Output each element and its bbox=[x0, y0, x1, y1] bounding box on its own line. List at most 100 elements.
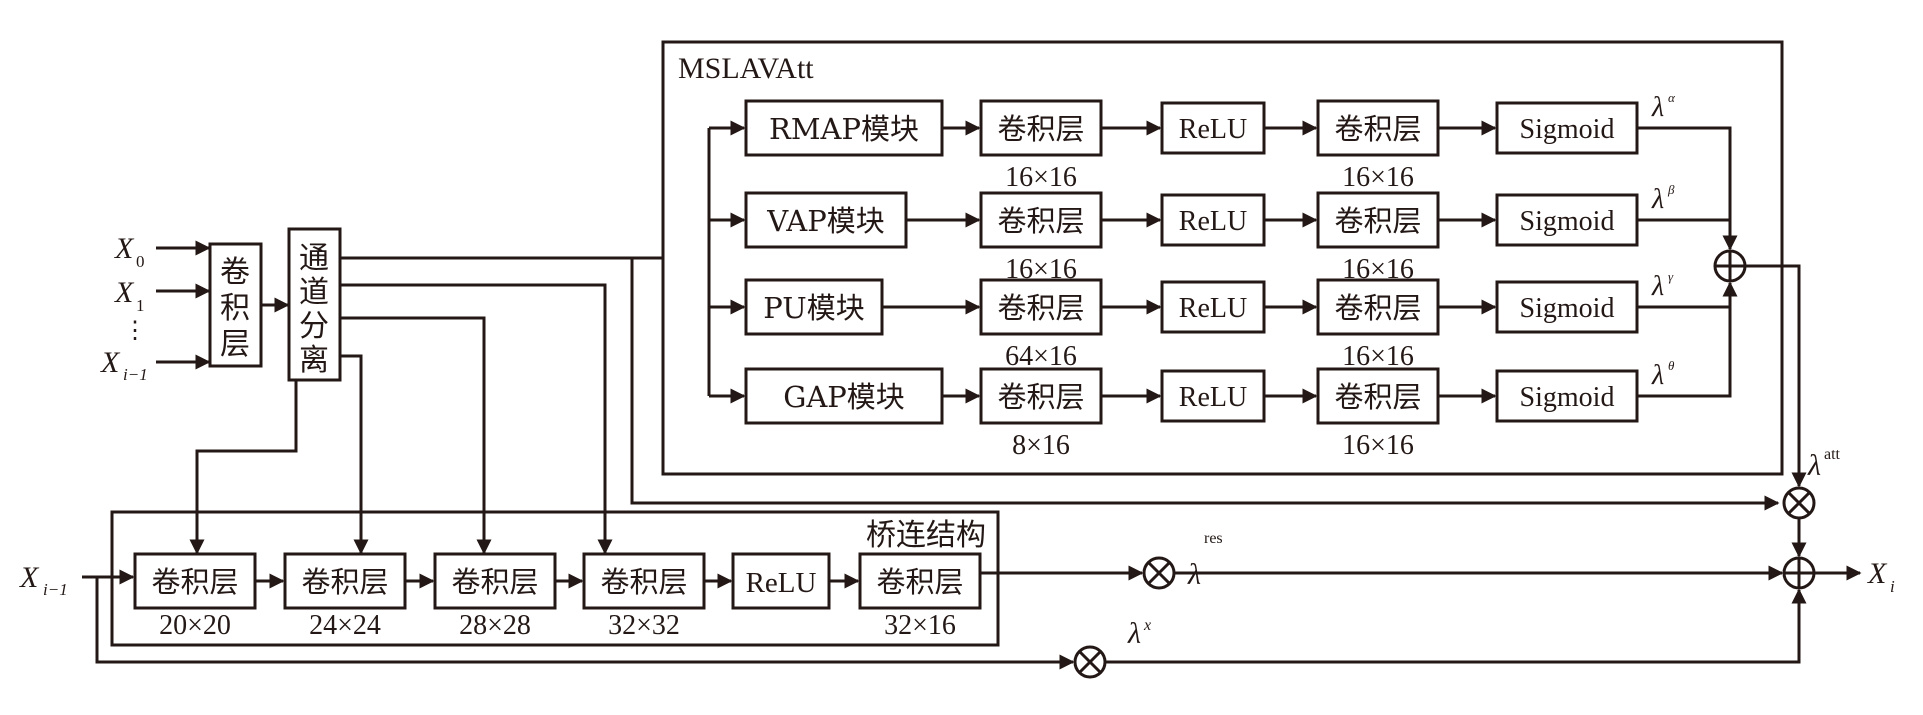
sigmoid-box bbox=[1495, 369, 1639, 423]
sigmoid-label: Sigmoid bbox=[1520, 293, 1615, 324]
output-xi: X i bbox=[1867, 557, 1895, 596]
bridge-conv-block: 卷积层 24×24 bbox=[283, 552, 435, 641]
conv1-label: 卷积层 bbox=[997, 380, 1084, 414]
input-x0: X 0 bbox=[114, 232, 145, 271]
svg-text:X: X bbox=[114, 276, 135, 309]
lambda-label: λ bbox=[1651, 184, 1664, 215]
bridge-conv-block: 卷积层 32×32 bbox=[582, 552, 733, 641]
attention-multiply-node bbox=[1782, 486, 1816, 520]
block-size: 24×24 bbox=[309, 610, 381, 641]
svg-text:层: 层 bbox=[220, 327, 250, 362]
skip-connection-line bbox=[95, 577, 1075, 670]
svg-text:res: res bbox=[1204, 530, 1223, 547]
attention-sum-node bbox=[1713, 249, 1747, 283]
to-sum-connector bbox=[1637, 283, 1732, 398]
sum-to-att-multiply bbox=[1745, 264, 1807, 488]
conv2-box bbox=[1316, 278, 1440, 336]
svg-text:λ: λ bbox=[1807, 449, 1821, 482]
mslavatt-title: MSLAVAtt bbox=[678, 52, 814, 85]
conv1-label: 卷积层 bbox=[997, 204, 1084, 238]
feature-module-box bbox=[744, 278, 884, 336]
svg-text:通: 通 bbox=[299, 241, 329, 276]
svg-text:att: att bbox=[1824, 446, 1841, 463]
conv2-label: 卷积层 bbox=[1334, 112, 1421, 146]
block-label: 卷积层 bbox=[451, 565, 538, 599]
conv1-box bbox=[979, 191, 1103, 249]
block-size: 32×16 bbox=[884, 610, 956, 641]
svg-text:X: X bbox=[19, 561, 40, 594]
svg-text:λ: λ bbox=[1127, 617, 1141, 650]
lambda-label: λ bbox=[1651, 271, 1664, 302]
svg-text:积: 积 bbox=[220, 291, 250, 326]
sigmoid-box bbox=[1495, 280, 1639, 334]
relu-box bbox=[1160, 369, 1266, 423]
conv1-size: 64×16 bbox=[1005, 341, 1077, 372]
feature-module-box bbox=[744, 99, 944, 157]
feature-module-label: VAP模块 bbox=[766, 204, 884, 238]
conv2-label: 卷积层 bbox=[1334, 291, 1421, 325]
feature-module-box bbox=[744, 367, 944, 425]
conv2-box bbox=[1316, 99, 1440, 157]
input-ellipsis: ⋮ bbox=[123, 318, 147, 344]
lambda-superscript: θ bbox=[1668, 358, 1675, 373]
block-size: 20×20 bbox=[159, 610, 231, 641]
svg-text:0: 0 bbox=[136, 252, 145, 271]
lambda-superscript: γ bbox=[1668, 269, 1674, 284]
block-size: 32×32 bbox=[608, 610, 680, 641]
to-sum-connector bbox=[1637, 218, 1738, 251]
conv1-box bbox=[979, 367, 1103, 425]
lambda-res-label: λ res bbox=[1187, 530, 1223, 591]
split-out-1-to-att-multiply bbox=[630, 258, 1780, 511]
lambda-superscript: β bbox=[1667, 182, 1675, 197]
svg-text:X: X bbox=[1867, 557, 1888, 590]
conv2-size: 16×16 bbox=[1342, 341, 1414, 372]
conv1-size: 8×16 bbox=[1012, 430, 1070, 461]
feature-module-label: PU模块 bbox=[763, 291, 864, 325]
svg-text:i−1: i−1 bbox=[123, 365, 148, 384]
feature-module-label: RMAP模块 bbox=[769, 112, 919, 146]
block-size: 28×28 bbox=[459, 610, 531, 641]
mslavatt-module: MSLAVAtt bbox=[661, 40, 1784, 476]
sigmoid-label: Sigmoid bbox=[1520, 382, 1615, 413]
bridge-conv-block: 卷积层 28×28 bbox=[433, 552, 584, 641]
conv1-box bbox=[979, 278, 1103, 336]
relu-label: ReLU bbox=[1179, 293, 1247, 324]
split-out-4-to-conv2 bbox=[340, 354, 369, 555]
svg-text:i−1: i−1 bbox=[43, 580, 68, 599]
block-label: 卷积层 bbox=[600, 565, 687, 599]
svg-text:1: 1 bbox=[136, 296, 145, 315]
channel-split-block: 通 道 分 离 bbox=[287, 227, 342, 382]
conv2-size: 16×16 bbox=[1342, 162, 1414, 193]
to-sum-connector bbox=[1637, 126, 1732, 249]
bridge-title: 桥连结构 bbox=[866, 518, 986, 553]
relu-box bbox=[1160, 101, 1266, 155]
x-multiply-node bbox=[1073, 645, 1107, 679]
bridge-relu-block: ReLU bbox=[731, 552, 860, 610]
res-multiply-node bbox=[1142, 556, 1176, 590]
svg-text:x: x bbox=[1143, 617, 1151, 634]
svg-text:分: 分 bbox=[299, 309, 329, 344]
conv1-label: 卷积层 bbox=[997, 291, 1084, 325]
conv2-label: 卷积层 bbox=[1334, 204, 1421, 238]
relu-label: ReLU bbox=[1179, 114, 1247, 145]
output-sum-node bbox=[1782, 556, 1816, 590]
conv2-size: 16×16 bbox=[1342, 430, 1414, 461]
svg-text:离: 离 bbox=[299, 343, 329, 378]
split-out-2-to-conv4 bbox=[340, 283, 613, 555]
block-label: 卷积层 bbox=[151, 565, 238, 599]
input-x1: X 1 bbox=[114, 276, 145, 315]
conv2-label: 卷积层 bbox=[1334, 380, 1421, 414]
sigmoid-label: Sigmoid bbox=[1520, 114, 1615, 145]
block-label: 卷积层 bbox=[301, 565, 388, 599]
lambda-x-label: λ x bbox=[1127, 617, 1151, 650]
lambda-label: λ bbox=[1651, 360, 1664, 391]
split-out-5-to-conv1 bbox=[189, 380, 298, 555]
lambda-att-label: λ att bbox=[1807, 446, 1841, 482]
to-sum-connector bbox=[1637, 281, 1738, 309]
lambda-label: λ bbox=[1651, 92, 1664, 123]
